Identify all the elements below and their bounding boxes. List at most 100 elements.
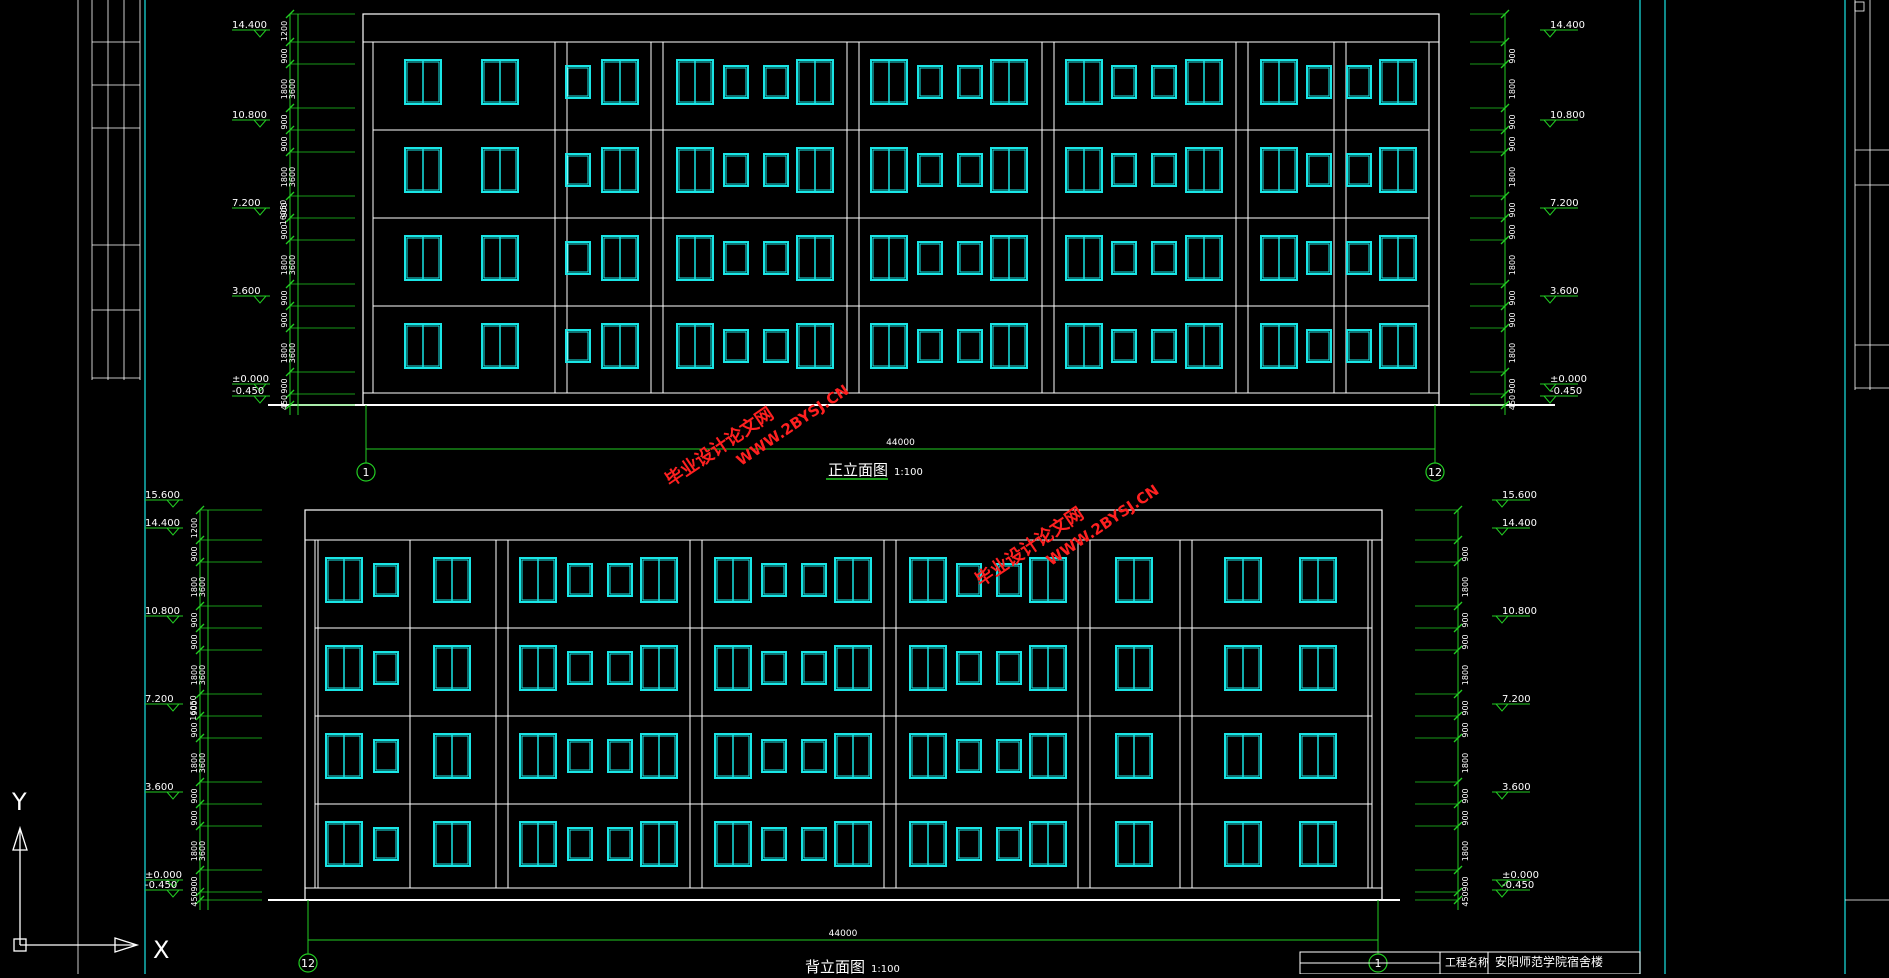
window — [763, 153, 789, 187]
level-marker — [1495, 527, 1509, 536]
level-marker — [166, 615, 180, 624]
dimension-text: 900 — [1461, 876, 1470, 891]
window-frame — [803, 829, 825, 859]
window — [801, 739, 827, 773]
width-dimension-text: 44000 — [886, 438, 915, 448]
level-text: 7.200 — [1550, 198, 1579, 209]
level-marker — [166, 703, 180, 712]
axis-bubble — [298, 953, 318, 973]
dimension-text: 900 — [280, 290, 289, 305]
level-text: -0.450 — [1502, 880, 1534, 891]
window — [957, 153, 983, 187]
dimension-text: 1800 — [1508, 255, 1517, 275]
title-block-label: 工程名称 — [1445, 955, 1489, 969]
window-frame — [998, 565, 1020, 595]
window — [567, 739, 593, 773]
dimension-text: 1800 — [1508, 343, 1517, 363]
dimension-text: 1800 — [1461, 841, 1470, 861]
dimension-text: 900 — [1508, 312, 1517, 327]
level-text: -0.450 — [145, 880, 177, 891]
window — [723, 153, 749, 187]
level-marker — [1543, 383, 1557, 392]
window-frame — [567, 67, 589, 97]
window — [565, 153, 591, 187]
window-frame — [1308, 155, 1330, 185]
dimension-text: 900 — [280, 224, 289, 239]
level-marker — [253, 29, 267, 38]
window — [1306, 329, 1332, 363]
window-frame — [1113, 331, 1135, 361]
dimension-text: 900 — [280, 312, 289, 327]
window — [565, 241, 591, 275]
window — [723, 241, 749, 275]
level-text: 14.400 — [232, 20, 267, 31]
window-frame — [725, 331, 747, 361]
window-frame — [763, 653, 785, 683]
level-marker — [1495, 615, 1509, 624]
window — [1306, 241, 1332, 275]
dimension-text: 900 — [1461, 722, 1470, 737]
window — [567, 651, 593, 685]
dimension-text: 900 — [1461, 700, 1470, 715]
elevation-title: 背立面图 — [805, 958, 865, 974]
dimension-text: 1800 — [1461, 753, 1470, 773]
window-frame — [959, 243, 981, 273]
level-marker — [166, 879, 180, 888]
level-marker — [1543, 29, 1557, 38]
story-dimension-text: 3600 — [198, 753, 207, 773]
window-frame — [1348, 67, 1370, 97]
window-frame — [765, 155, 787, 185]
window-frame — [763, 741, 785, 771]
window — [1151, 153, 1177, 187]
dimension-text: 450 — [190, 891, 199, 906]
window-frame — [1153, 155, 1175, 185]
level-text: 3.600 — [145, 782, 174, 793]
dimension-text: 900 — [280, 48, 289, 63]
level-text: 3.600 — [232, 286, 261, 297]
window — [956, 563, 982, 597]
level-text: -0.450 — [1550, 386, 1582, 397]
dimension-text: 900 — [1508, 136, 1517, 151]
story-dimension-text: 3600 — [198, 577, 207, 597]
window — [763, 329, 789, 363]
window — [801, 563, 827, 597]
level-marker — [1543, 295, 1557, 304]
dimension-text: 1800 — [280, 343, 289, 363]
dimension-text: 900 — [1508, 224, 1517, 239]
dimension-text: 1200 — [190, 518, 199, 538]
title-block-project: 安阳师范学院宿舍楼 — [1495, 954, 1603, 969]
dimension-text: 900 — [280, 202, 289, 217]
right-margin-table — [1845, 0, 1889, 901]
total-height-text: 16050 — [279, 200, 288, 225]
window — [1346, 329, 1372, 363]
window — [373, 827, 399, 861]
story-dimension-text: 3600 — [288, 167, 297, 187]
dimension-text: 1800 — [1461, 577, 1470, 597]
ucs-x-label: X — [153, 936, 169, 964]
window-frame — [609, 565, 631, 595]
dimension-text: 1800 — [280, 255, 289, 275]
window-frame — [569, 829, 591, 859]
window-frame — [375, 653, 397, 683]
window-frame — [959, 331, 981, 361]
axis-label: 12 — [301, 957, 315, 970]
level-marker — [166, 527, 180, 536]
axis-label: 1 — [363, 466, 370, 479]
dimension-text: 1800 — [190, 753, 199, 773]
level-text: -0.450 — [232, 386, 264, 397]
window-frame — [958, 829, 980, 859]
dimension-text: 900 — [190, 876, 199, 891]
dimension-text: 1800 — [190, 841, 199, 861]
window — [763, 241, 789, 275]
window — [1111, 241, 1137, 275]
level-text: ±0.000 — [1550, 374, 1587, 385]
axis-label: 12 — [1428, 466, 1442, 479]
window-frame — [567, 155, 589, 185]
dimension-text: 900 — [1508, 378, 1517, 393]
window-frame — [959, 155, 981, 185]
window — [723, 329, 749, 363]
window-frame — [919, 331, 941, 361]
elevation-title: 正立面图 — [828, 461, 888, 479]
